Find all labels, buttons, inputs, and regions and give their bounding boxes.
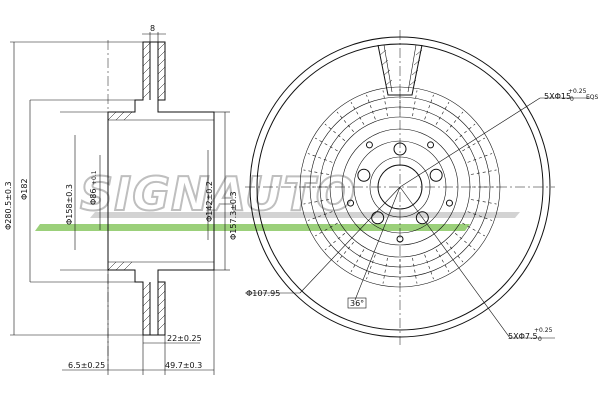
top-width-label: 8 — [150, 24, 155, 33]
small-holes — [347, 141, 453, 243]
vent-tick — [336, 241, 354, 263]
vent-tick — [307, 153, 333, 163]
vent-tick — [424, 94, 434, 120]
vent-tick — [446, 241, 464, 263]
watermark-text: SIGNAUTO — [80, 167, 356, 221]
vent-tick — [470, 199, 497, 205]
small-hole — [396, 235, 404, 243]
height-label: 49.7±0.3 — [165, 361, 202, 370]
vent-tick — [412, 90, 418, 117]
vent-tick — [470, 169, 497, 175]
thickness-label: 22±0.25 — [167, 334, 202, 343]
vent-tick — [382, 90, 388, 117]
bolt-hole — [415, 211, 429, 225]
vent-tick — [314, 137, 338, 152]
front-view: 5XΦ15 +0.25 0 EQS Φ107.95 36° 5XΦ7.5 +0.… — [245, 30, 599, 345]
offset-label: 6.5±0.25 — [68, 361, 105, 370]
vent-tick — [454, 123, 476, 141]
small-hole — [427, 141, 435, 149]
vent-tick — [446, 111, 464, 133]
side-section-view: 8 Φ280.5±0.3 Φ182 Φ158±0.3 Φ86 +0.1 Φ142… — [4, 24, 238, 375]
d157-label: Φ157.3±0.3 — [229, 191, 238, 240]
vent-tick — [324, 123, 346, 141]
d158-label: Φ158±0.3 — [65, 184, 74, 225]
vent-tick — [467, 153, 493, 163]
vent-tick — [462, 137, 486, 152]
vent-tick — [350, 101, 365, 125]
small-holes-tol-upper: +0.25 — [534, 327, 553, 334]
section-hatching-bottom — [142, 282, 166, 331]
outer-diameter-label: Φ280.5±0.3 — [4, 181, 13, 230]
small-holes-tol-lower: 0 — [538, 336, 542, 343]
vent-tick — [307, 211, 333, 221]
vent-tick — [303, 199, 330, 205]
small-hole — [365, 141, 373, 149]
d182-label: Φ182 — [20, 178, 29, 200]
bolt-holes — [357, 142, 443, 225]
vent-tick — [435, 249, 450, 273]
vent-cutaway — [377, 44, 423, 96]
angle-label: 36° — [350, 299, 364, 308]
vent-tick — [366, 254, 376, 280]
d86-label: Φ86 — [89, 189, 98, 205]
small-hole — [445, 199, 453, 207]
bolt-hole — [371, 211, 385, 225]
vent-tick — [382, 257, 388, 284]
watermark: SIGNAUTO — [35, 166, 520, 231]
pcd-label: Φ107.95 — [246, 289, 280, 298]
vent-tick — [350, 249, 365, 273]
small-holes-label: 5XΦ7.5 — [508, 332, 538, 341]
d142-label: Φ142±0.2 — [205, 181, 214, 222]
bolt-hole — [393, 142, 407, 156]
vent-tick — [462, 222, 486, 237]
vent-tick — [324, 233, 346, 251]
hat-hatching — [107, 111, 133, 271]
bolt-holes-suffix: EQS — [586, 94, 599, 101]
small-hole — [347, 199, 355, 207]
vent-tick — [454, 233, 476, 251]
vent-tick — [467, 211, 493, 221]
bolt-holes-label: 5XΦ15 — [544, 92, 571, 101]
vent-ticks — [302, 89, 498, 285]
vent-tick — [435, 101, 450, 125]
vent-tick — [424, 254, 434, 280]
bolt-hole — [357, 168, 371, 182]
vent-tick — [366, 94, 376, 120]
bolt-holes-tol-lower: 0 — [570, 96, 574, 103]
bolt-hole — [429, 168, 443, 182]
d86-tolerance: +0.1 — [91, 170, 98, 185]
vent-tick — [314, 222, 338, 237]
vent-tick — [336, 111, 354, 133]
vent-tick — [303, 169, 330, 175]
vent-tick — [412, 257, 418, 284]
bolt-holes-tol-upper: +0.25 — [568, 88, 587, 95]
section-hatching-top — [142, 42, 166, 99]
